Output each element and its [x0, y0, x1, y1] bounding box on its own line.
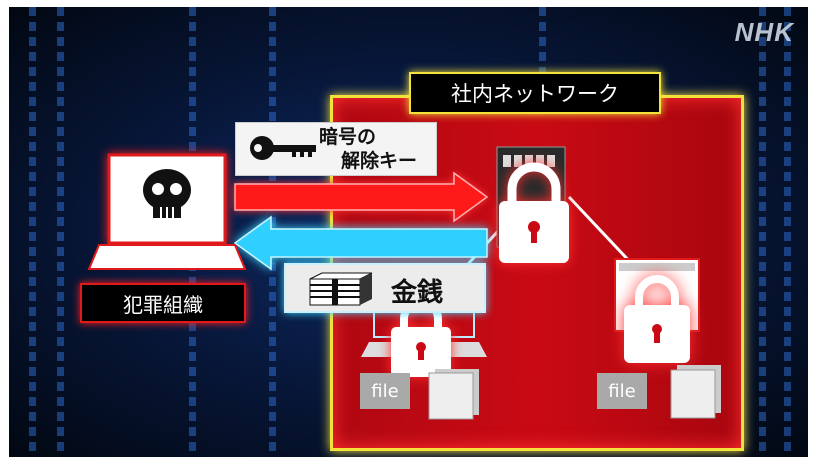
key-label-line1: 暗号の — [319, 126, 377, 148]
code-rain — [759, 7, 766, 457]
key-label-line2: 解除キー — [341, 150, 418, 172]
key-icon — [250, 136, 316, 160]
money-text: 金銭 — [391, 278, 444, 308]
money-arrow — [233, 215, 488, 271]
file-label: file — [360, 373, 410, 409]
lock-icon — [624, 275, 690, 363]
diagram-canvas: NHK 社内ネットワーク — [9, 7, 808, 457]
decryption-key-text: 暗号の 解除キー — [319, 125, 417, 173]
criminal-org-label: 犯罪組織 — [80, 283, 246, 323]
money-label — [284, 263, 486, 313]
code-rain — [29, 7, 36, 457]
decryption-key-label — [235, 122, 437, 176]
skull-icon — [143, 169, 191, 218]
file-label: file — [597, 373, 647, 409]
diagram-graphics — [87, 146, 721, 420]
code-rain — [784, 7, 791, 457]
money-stack-icon — [309, 272, 373, 306]
document-icon — [670, 365, 721, 419]
network-label: 社内ネットワーク — [409, 72, 661, 114]
nhk-logo: NHK — [734, 17, 794, 47]
document-icon — [428, 369, 479, 420]
lock-icon — [391, 298, 451, 377]
key-arrow — [234, 171, 489, 223]
lock-icon — [499, 162, 569, 263]
code-rain — [57, 7, 64, 457]
criminal-laptop-icon — [87, 153, 247, 270]
